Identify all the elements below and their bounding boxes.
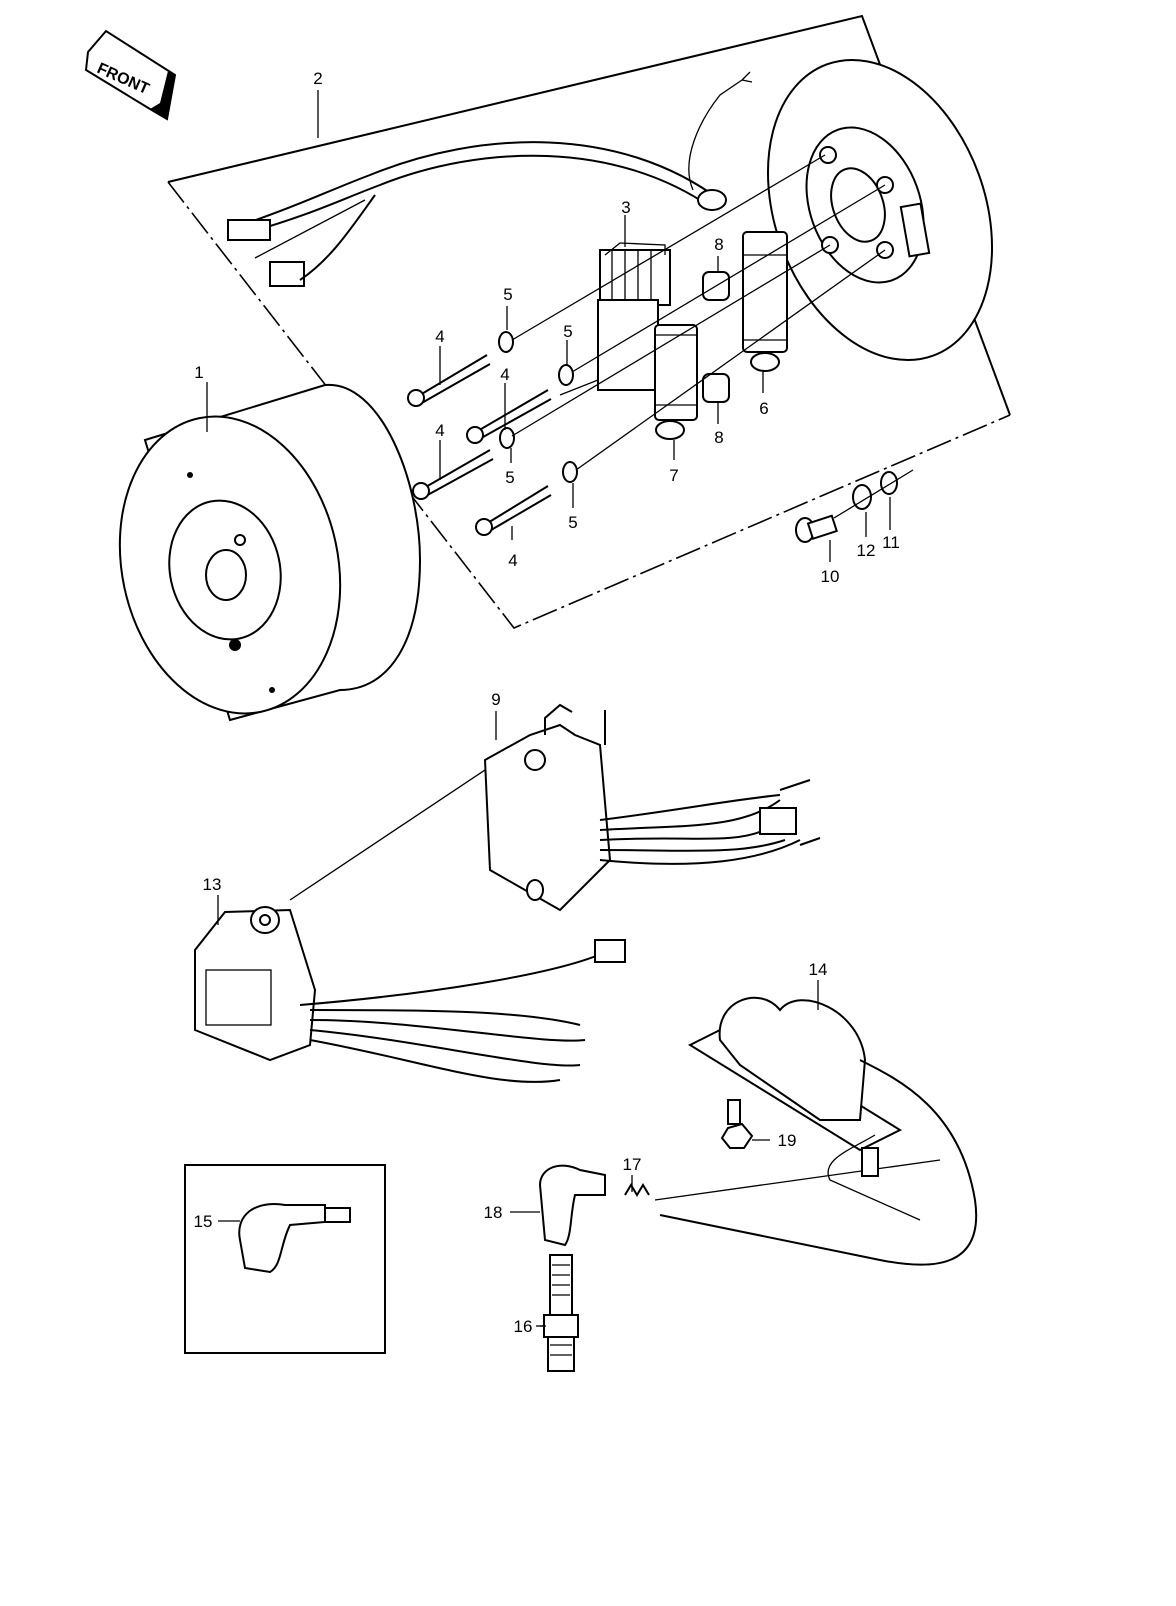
part-10-screw xyxy=(795,514,838,543)
callout-6: 6 xyxy=(759,399,768,418)
part-17-spring xyxy=(624,1183,650,1197)
callout-5-b: 5 xyxy=(563,322,572,341)
callout-12: 12 xyxy=(857,541,876,560)
callout-4-a: 4 xyxy=(435,327,444,346)
callout-10: 10 xyxy=(821,567,840,586)
callout-11: 11 xyxy=(882,533,900,552)
part-14-ignition-coil xyxy=(659,996,978,1266)
part-15-spark-plug-cap-box xyxy=(184,1164,386,1354)
callout-17: 17 xyxy=(623,1155,642,1174)
part-6-coil xyxy=(742,231,788,372)
part-3-charging-coil xyxy=(559,242,671,396)
part-13-cdi-unit xyxy=(194,906,626,1083)
callout-15: 15 xyxy=(194,1212,213,1231)
callout-13: 13 xyxy=(203,875,222,894)
callout-1: 1 xyxy=(194,363,203,382)
callout-8-b: 8 xyxy=(714,428,723,447)
callout-18: 18 xyxy=(484,1203,503,1222)
callout-4-c: 4 xyxy=(435,421,444,440)
callout-14: 14 xyxy=(809,960,828,979)
part-18-plug-cap xyxy=(538,1164,606,1247)
part-9-regulator-rectifier xyxy=(483,703,821,912)
callout-5-a: 5 xyxy=(503,285,512,304)
callout-5-d: 5 xyxy=(568,513,577,532)
part-16-spark-plug xyxy=(543,1254,579,1372)
callout-5-c: 5 xyxy=(505,468,514,487)
part-5-washers xyxy=(498,331,578,483)
leader-lines xyxy=(206,90,891,1327)
callout-19: 19 xyxy=(778,1131,797,1150)
callout-3: 3 xyxy=(621,198,630,217)
callout-9: 9 xyxy=(491,690,500,709)
part-4-screws xyxy=(407,354,552,536)
callout-16: 16 xyxy=(514,1317,533,1336)
callout-2: 2 xyxy=(313,69,322,88)
stator-wire-harness xyxy=(227,71,753,287)
stator-base-plate xyxy=(766,58,994,362)
front-arrow-icon: FRONT xyxy=(84,29,177,121)
part-19-nut xyxy=(720,1122,754,1149)
callout-8-a: 8 xyxy=(714,235,723,254)
part-7-coil xyxy=(654,324,698,440)
callout-4-d: 4 xyxy=(508,551,517,570)
part-1-flywheel-rotor xyxy=(118,383,422,722)
part-11-washer xyxy=(880,471,898,495)
callout-7: 7 xyxy=(669,466,678,485)
callout-numbers: 1 2 3 4 4 4 4 5 5 5 5 6 7 8 8 9 10 11 12… xyxy=(194,69,900,1336)
callout-4-b: 4 xyxy=(500,365,509,384)
